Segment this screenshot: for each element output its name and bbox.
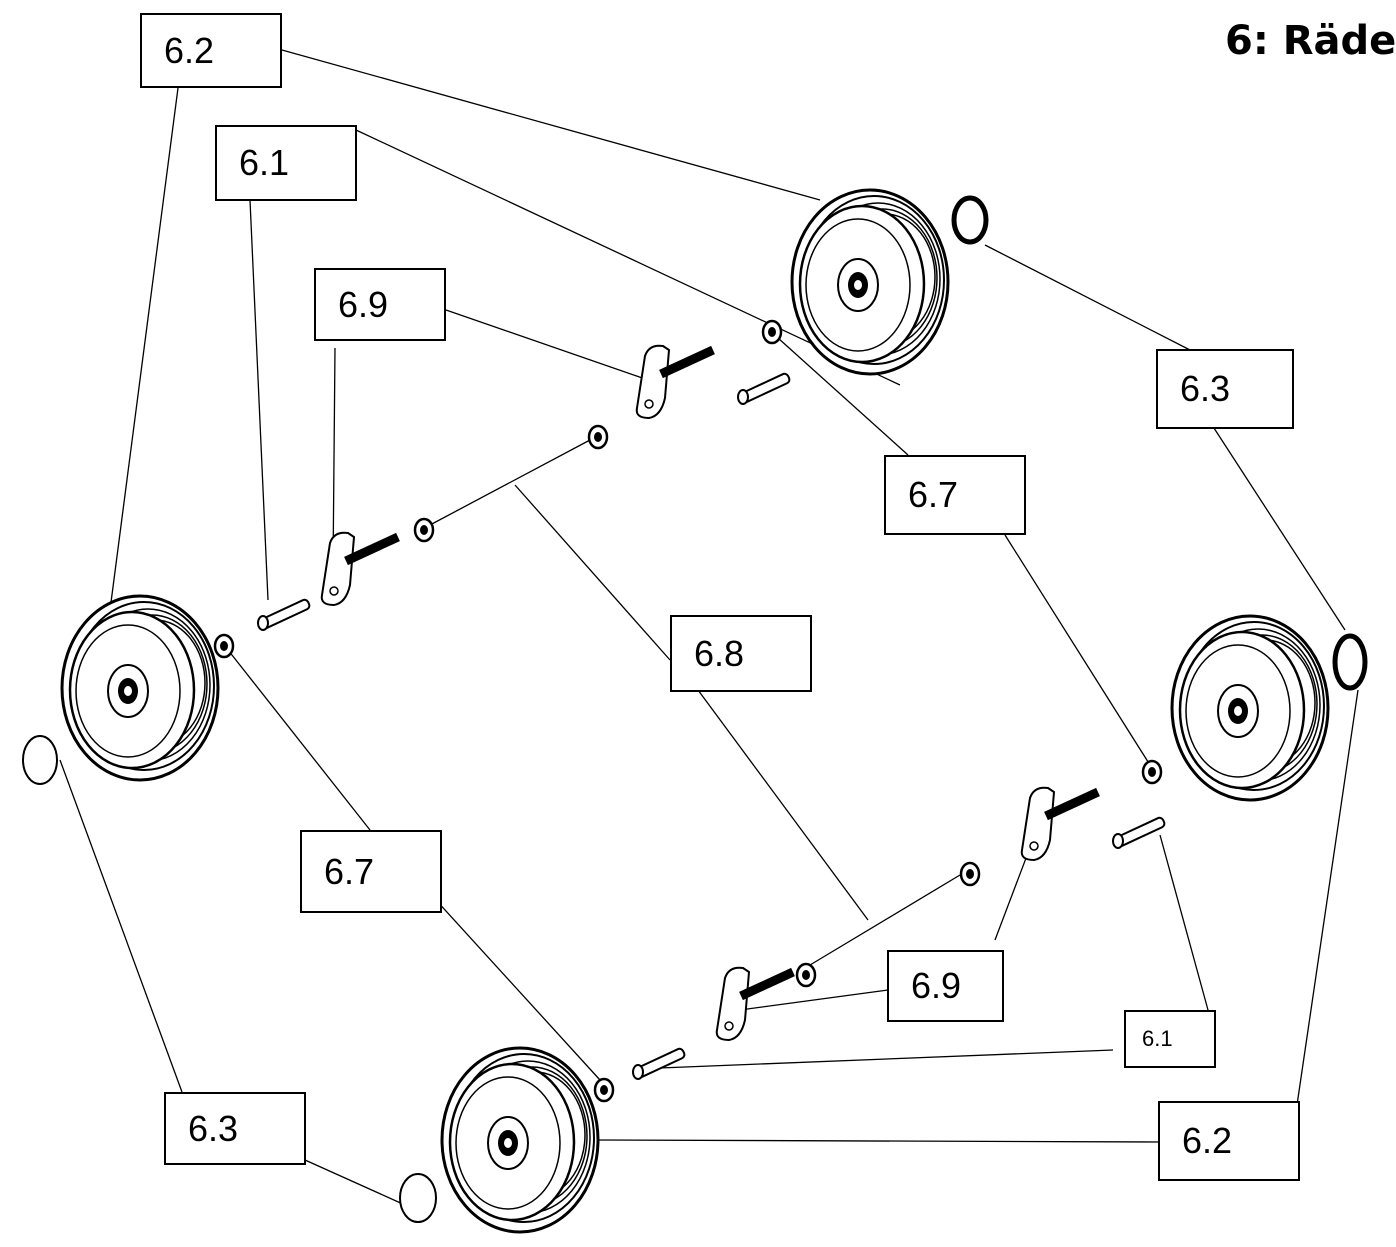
- callout-6-9-top: 6.9: [314, 268, 446, 341]
- hubcap-ring-top: [951, 195, 989, 245]
- wheel-bottom: [440, 1046, 600, 1234]
- wheel-left: [60, 594, 220, 782]
- nut-right: [1141, 759, 1163, 785]
- callout-6-8: 6.8: [670, 615, 812, 692]
- bracket-top: [637, 346, 713, 418]
- nut-bottom-center: [959, 861, 981, 887]
- callout-6-2-top: 6.2: [140, 13, 282, 88]
- callout-6-3-right: 6.3: [1156, 349, 1294, 429]
- callout-6-9-bottom: 6.9: [887, 950, 1004, 1022]
- axle-pin-right: [1112, 815, 1167, 849]
- callout-6-7-left: 6.7: [300, 830, 442, 913]
- nut-top-center: [587, 424, 609, 450]
- hubcap-bottom: [399, 1173, 437, 1223]
- callout-6-2-bottom: 6.2: [1158, 1101, 1300, 1181]
- hubcap-ring-right: [1332, 633, 1368, 691]
- wheel-right: [1170, 614, 1330, 802]
- axle-pin-top: [737, 371, 792, 405]
- nut-bottom: [593, 1077, 615, 1103]
- callout-6-7-mid: 6.7: [884, 455, 1026, 535]
- bracket-left: [322, 533, 398, 605]
- nut-left-center: [413, 517, 435, 543]
- nut-left: [213, 633, 235, 659]
- callout-6-3-bottom: 6.3: [164, 1092, 306, 1165]
- callout-6-1-top: 6.1: [215, 125, 357, 201]
- bracket-right: [1022, 788, 1098, 860]
- hubcap-left: [22, 735, 58, 785]
- callout-6-1-bottom: 6.1: [1124, 1010, 1216, 1068]
- nut-bottom-mid: [795, 962, 817, 988]
- page-title: 6: Räde: [1225, 18, 1396, 64]
- nut-top-right: [761, 319, 783, 345]
- leader-lines: [59, 49, 1359, 1206]
- axle-pin-bottom: [632, 1046, 687, 1080]
- wheel-top-right: [790, 188, 950, 376]
- axle-pin-left: [257, 597, 312, 631]
